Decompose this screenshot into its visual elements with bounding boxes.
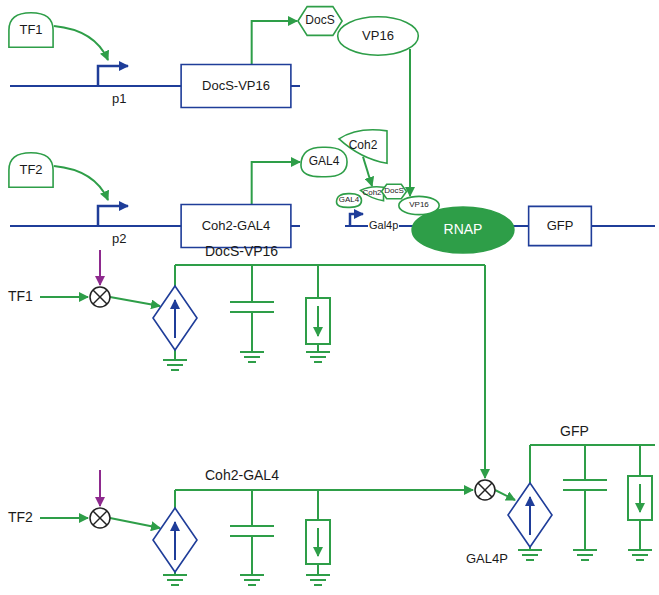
source-arrow (175, 300, 530, 560)
ground-line (167, 364, 183, 366)
node-text: TF1 (19, 23, 42, 37)
connector-arrow (252, 162, 300, 204)
shape-outline (298, 7, 342, 36)
shape-outline (360, 187, 383, 201)
ground-line (240, 351, 264, 353)
ground-line (306, 574, 330, 576)
ground-line (577, 554, 593, 556)
ground-symbol (163, 352, 652, 585)
ground-line (167, 579, 183, 581)
node-text: GAL4 (339, 196, 359, 205)
activation-arrow (54, 26, 108, 60)
connector-arrow (363, 157, 372, 186)
gene-box: Coh2-GAL4 (180, 204, 292, 248)
ground-line (248, 361, 256, 363)
reporter-gene-box: GFP (528, 206, 592, 246)
ground-line (632, 554, 648, 556)
transcription-factor: TF2 (8, 152, 54, 188)
promoter-name: p2 (112, 232, 126, 247)
promoter-name: Gal4p (368, 219, 399, 232)
connector-arrow (252, 21, 297, 64)
promoter-name: p1 (112, 92, 126, 107)
node-text: VP16 (362, 29, 394, 43)
dependent-source (153, 286, 552, 572)
ground-line (581, 559, 589, 561)
ground-line (240, 574, 264, 576)
ground-line (314, 584, 322, 586)
node-text: TF2 (19, 163, 42, 177)
node-text: DocS (305, 14, 334, 27)
ground-line (628, 549, 652, 551)
ground-line (310, 579, 326, 581)
ground-line (171, 369, 179, 371)
ground-line (310, 356, 326, 358)
ground-line (518, 549, 542, 551)
ground-line (248, 584, 256, 586)
ground-line (306, 351, 330, 353)
node-text: Coh2-GAL4 (202, 219, 271, 233)
transcription-factor: TF1 (8, 12, 54, 48)
node-text: Coh2 (349, 139, 378, 152)
ground-line (314, 361, 322, 363)
complex-domain: VP16 (398, 196, 440, 215)
shape-outline (181, 204, 291, 247)
gene-box: DocS-VP16 (180, 64, 292, 108)
ground-line (163, 359, 187, 361)
complex-domain: GAL4 (336, 193, 362, 208)
node-text: DocS-VP16 (202, 79, 270, 93)
connector-arrow (409, 49, 411, 196)
signal-name: TF2 (8, 509, 33, 525)
shape-outline (529, 206, 592, 245)
protein-domain: GAL4 (300, 146, 348, 178)
node-text: GFP (547, 219, 574, 233)
shape-outline (338, 17, 419, 55)
ground-line (636, 559, 644, 561)
protein-domain: VP16 (336, 16, 420, 56)
complex-domain: DocS (381, 184, 407, 199)
node-name: GFP (560, 423, 589, 439)
ground-line (171, 584, 179, 586)
ground-line (163, 574, 187, 576)
ground-line (244, 356, 260, 358)
shape-outline (339, 130, 387, 164)
shape-outline (382, 184, 407, 198)
ground-line (526, 559, 534, 561)
node-text: GAL4 (309, 155, 340, 168)
shape-outline (412, 207, 514, 253)
shape-outline (9, 153, 53, 188)
multiplier (90, 287, 495, 528)
shape-outline (9, 13, 53, 48)
promoter-arrow (98, 66, 128, 86)
promoter-arrow (350, 214, 363, 226)
schematic-wires (40, 250, 655, 575)
node-name: Coh2-GAL4 (205, 467, 279, 483)
shape-outline (301, 147, 347, 176)
shape-outline (337, 194, 362, 208)
activation-arrow (54, 166, 108, 200)
shape-outline (181, 64, 291, 107)
node-name: DocS-VP16 (205, 243, 278, 259)
source-name: GAL4P (466, 552, 508, 567)
node-text: Coh2 (362, 189, 381, 198)
ground-line (573, 549, 597, 551)
ground-line (522, 554, 538, 556)
promoter-arrow (98, 206, 128, 226)
protein-domain: Coh2 (338, 128, 388, 164)
protein-domain: DocS (297, 6, 343, 36)
complex-domain: Coh2 (360, 186, 384, 201)
node-text: VP16 (409, 201, 429, 210)
signal-name: TF1 (8, 288, 33, 304)
shape-outline (399, 196, 439, 214)
ground-line (244, 579, 260, 581)
node-text: RNAP (444, 222, 483, 237)
node-text: DocS (384, 187, 404, 196)
